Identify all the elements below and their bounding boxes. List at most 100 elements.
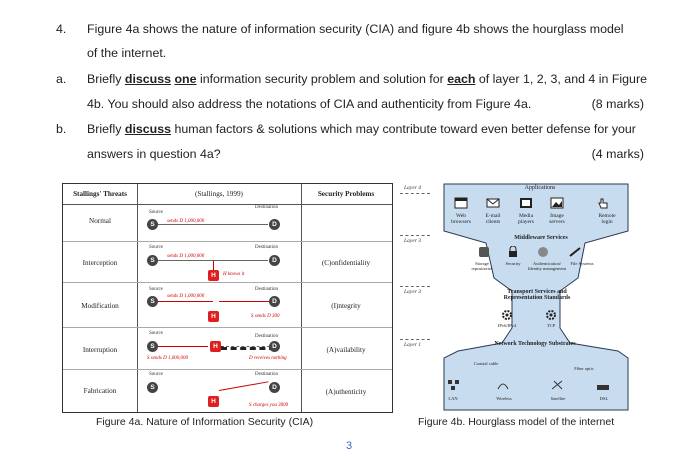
each-emphasis: each [447, 72, 476, 86]
dsl-icon [597, 385, 609, 390]
mw-authentication: Authentication/ Identity management [527, 261, 567, 271]
figure-4b-hourglass: Layer 4 Layer 3 Layer 3 Layer 1 Applicat… [400, 183, 635, 411]
source-label: Source [149, 210, 163, 215]
mw-storage: Storage repositories [471, 261, 493, 271]
destination-node: D [269, 296, 280, 307]
question-b-line1: Briefly discuss human factors & solution… [87, 122, 636, 137]
header-security-problems: Security Problems [317, 190, 375, 198]
source-node: S [147, 341, 158, 352]
storage-icon [479, 247, 489, 257]
question-b-line2: answers in question 4a? [87, 147, 221, 161]
discuss-emphasis: discuss [124, 122, 172, 136]
divider [137, 184, 138, 412]
divider [63, 282, 392, 283]
blocked-line [221, 346, 275, 350]
layer-4-label: Layer 4 [404, 185, 421, 191]
question-4-number: 4. [56, 22, 67, 36]
source-label: Source [149, 331, 163, 336]
email-icon [486, 198, 500, 208]
divider [63, 369, 392, 370]
gear-icon [546, 310, 556, 320]
destination-label: Destination [255, 245, 279, 250]
one-emphasis: one [174, 72, 197, 86]
sends-label: sends D 1,000,000 [167, 219, 205, 224]
destination-label: Destination [255, 287, 279, 292]
web-browser-icon [454, 197, 468, 209]
wireless-icon [497, 383, 509, 390]
question-a-marks: (8 marks) [591, 97, 644, 111]
destination-node: D [269, 382, 280, 393]
text-span: information security problem and solutio… [196, 72, 448, 86]
app-web-browsers: Web browsers [451, 213, 471, 225]
question-4-line2: of the internet. [87, 46, 167, 60]
row-label-normal: Normal [89, 217, 111, 225]
applications-heading: Applications [524, 185, 556, 191]
problem-confidentiality: (C)onfidentiality [321, 259, 371, 267]
source-label: Source [149, 245, 163, 250]
message-line [158, 346, 208, 347]
source-node: S [147, 296, 158, 307]
lan-icon [448, 380, 459, 390]
hacker-node: H [208, 311, 219, 322]
coaxial-cable-label: Coaxial cable [473, 361, 499, 366]
layer-divider [400, 286, 430, 287]
security-lock-icon [509, 246, 517, 257]
app-email-clients: E-mail clients [485, 213, 501, 225]
destination-label: Destination [255, 205, 279, 210]
row-label-interception: Interception [82, 259, 118, 267]
figure-4b-caption: Figure 4b. Hourglass model of the intern… [418, 416, 615, 428]
source-node: S [147, 219, 158, 230]
figure-4a-caption: Figure 4a. Nature of Information Securit… [96, 416, 314, 428]
divider [63, 241, 392, 242]
question-b-number: b. [56, 122, 67, 136]
question-a-line2: 4b. You should also address the notation… [87, 97, 532, 111]
d-receives-nothing-label: D receives nothing [249, 356, 287, 361]
figure-4a-table: Stallings' Threats (Stallings, 1999) Sec… [62, 183, 393, 413]
gear-icon [502, 310, 512, 320]
destination-node: D [269, 341, 280, 352]
page-number: 3 [346, 440, 353, 452]
discuss-emphasis: discuss [124, 72, 172, 86]
layer-divider [400, 339, 430, 340]
message-line [158, 260, 268, 261]
message-line [158, 224, 268, 225]
middleware-heading: Middleware Services [514, 235, 568, 241]
s-sends-d-300-label: S sends D 300 [251, 314, 280, 319]
app-remote-login: Remote login [598, 213, 616, 225]
mw-file-systems: File Systems [570, 261, 594, 266]
hacker-node: H [210, 341, 221, 352]
layer-2-label: Layer 3 [404, 289, 421, 295]
sends-label: sends D 1,000,000 [167, 294, 205, 299]
sends-label: S sends D 1,000,000 [147, 356, 188, 361]
layer-divider [400, 235, 430, 236]
question-b-marks: (4 marks) [591, 147, 644, 161]
source-node: S [147, 255, 158, 266]
transport-heading: Transport Services and Representation St… [503, 289, 571, 301]
hacker-node: H [208, 270, 219, 281]
link-lan: LAN [448, 396, 458, 401]
row-label-modification: Modification [81, 302, 119, 310]
source-node: S [147, 382, 158, 393]
problem-integrity: (I)ntegrity [331, 302, 361, 310]
link-wireless: Wireless [496, 396, 512, 401]
app-media-players: Media players [518, 213, 534, 225]
question-a-line1: Briefly discuss one information security… [87, 72, 647, 87]
header-stallings: (Stallings, 1999) [195, 190, 243, 198]
problem-authenticity: (A)uthenticity [325, 388, 367, 396]
satellite-icon [551, 380, 563, 390]
media-player-icon [520, 198, 532, 208]
text-span: Briefly [87, 122, 125, 136]
source-label: Source [149, 372, 163, 377]
proto-ip: IPv6/IPv4 [497, 323, 517, 328]
question-4-line1: Figure 4a shows the nature of informatio… [87, 22, 624, 36]
destination-node: D [269, 255, 280, 266]
authentication-icon [538, 247, 548, 257]
s-charges-label: S charges you 3000 [249, 403, 289, 408]
text-span: Briefly [87, 72, 125, 86]
network-heading: Network Technology Substrates [494, 341, 576, 347]
hacker-node: H [208, 396, 219, 407]
problem-availability: (A)vailability [326, 346, 366, 354]
divider [301, 184, 302, 412]
header-threats: Stallings' Threats [73, 190, 127, 198]
destination-node: D [269, 219, 280, 230]
